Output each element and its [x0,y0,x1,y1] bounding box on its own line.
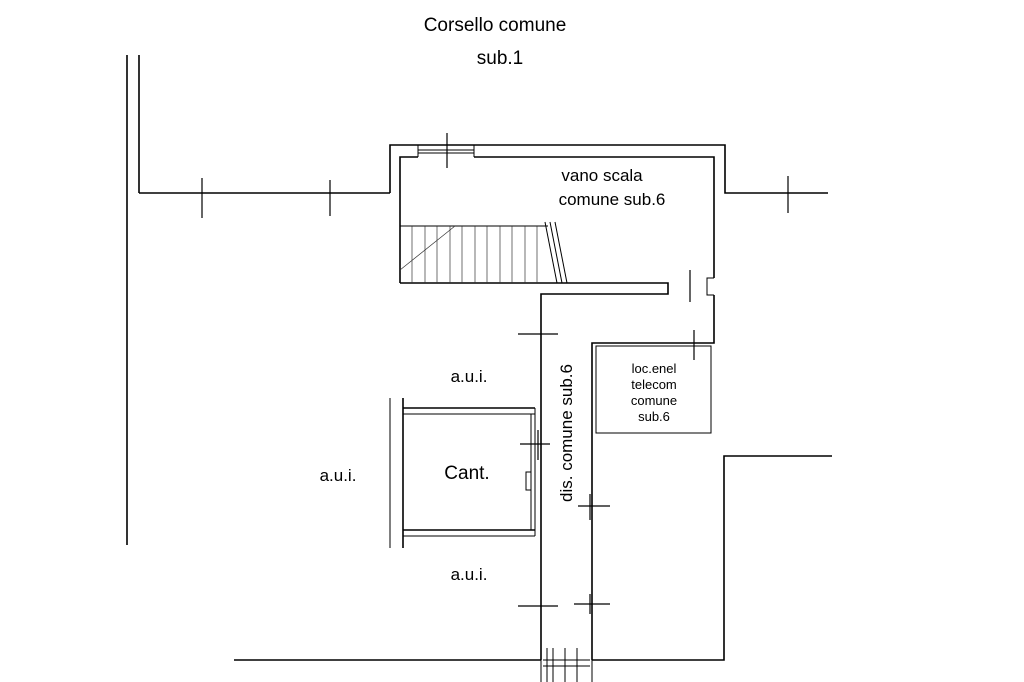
enel-telecom-room [595,345,712,434]
staircase [399,221,568,284]
corridor-label-line1: Corsello comune [424,15,567,36]
corridor-label-line2: sub.1 [477,48,523,69]
stairwell-walls [389,144,828,660]
enel-label-line4: sub.6 [638,409,670,424]
section-tick-marks [201,133,789,614]
enel-label-line1: loc.enel [632,361,677,376]
left-boundary-wall [126,55,390,545]
stairwell-label-line1: vano scala [561,166,643,185]
aui-label-top: a.u.i. [451,367,488,386]
cantina-room [389,398,536,548]
aui-label-left: a.u.i. [320,466,357,485]
enel-label-line3: comune [631,393,677,408]
passage-label: dis. comune sub.6 [557,364,576,502]
stairwell-label-line2: comune sub.6 [559,190,666,209]
enel-label-line2: telecom [631,377,677,392]
cantina-label: Cant. [444,463,489,484]
aui-label-bottom: a.u.i. [451,565,488,584]
right-neighbour-walls [234,455,832,682]
